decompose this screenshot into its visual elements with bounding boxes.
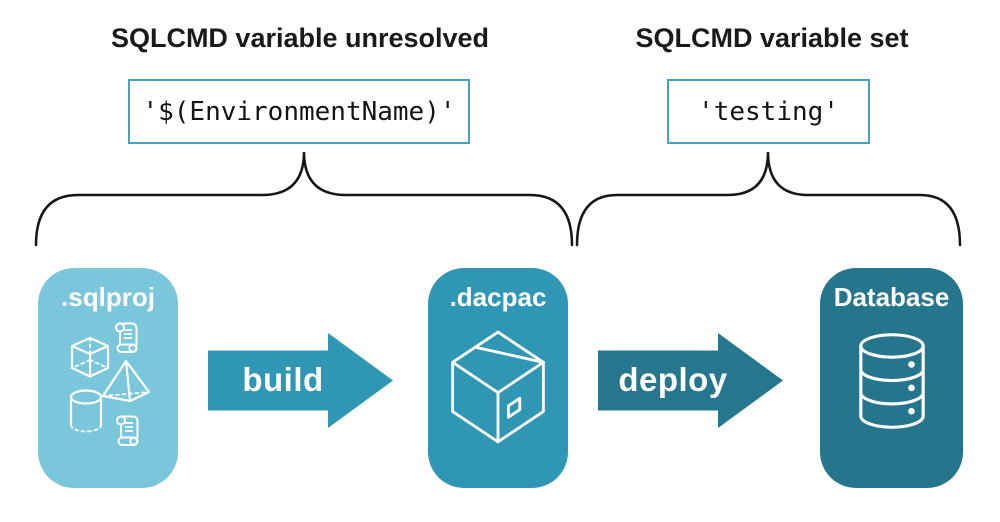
pyramid-icon (101, 359, 151, 403)
build-arrow-label: build (242, 361, 324, 398)
cylinder-icon (69, 389, 103, 433)
heading-sqlcmd-unresolved: SQLCMD variable unresolved (110, 23, 490, 53)
heading-sqlcmd-set: SQLCMD variable set (635, 23, 909, 53)
node-sqlproj-label: .sqlproj (61, 282, 155, 312)
build-arrow (208, 333, 393, 428)
code-testing-value: 'testing' (698, 96, 839, 127)
database-cylinder-icon (859, 333, 925, 429)
node-database: Database (820, 268, 963, 488)
code-environment-variable: '$(EnvironmentName)' (142, 96, 456, 127)
deploy-arrow (598, 333, 783, 428)
node-sqlproj: .sqlproj (38, 268, 178, 488)
scroll-icon (115, 322, 138, 353)
node-dacpac-label: .dacpac (449, 282, 547, 312)
node-dacpac: .dacpac (428, 268, 568, 488)
cube-icon (70, 336, 110, 378)
scroll-icon (116, 415, 139, 446)
right-brace-icon (575, 151, 962, 247)
left-brace-icon (34, 151, 574, 247)
code-box-testing-value: 'testing' (667, 79, 870, 144)
build-arrow-shape (208, 333, 393, 428)
deploy-arrow-shape (598, 333, 783, 428)
deploy-arrow-label: deploy (618, 361, 728, 398)
node-database-label: Database (833, 282, 950, 312)
code-box-environment-variable: '$(EnvironmentName)' (128, 79, 470, 144)
package-box-icon (451, 330, 545, 444)
